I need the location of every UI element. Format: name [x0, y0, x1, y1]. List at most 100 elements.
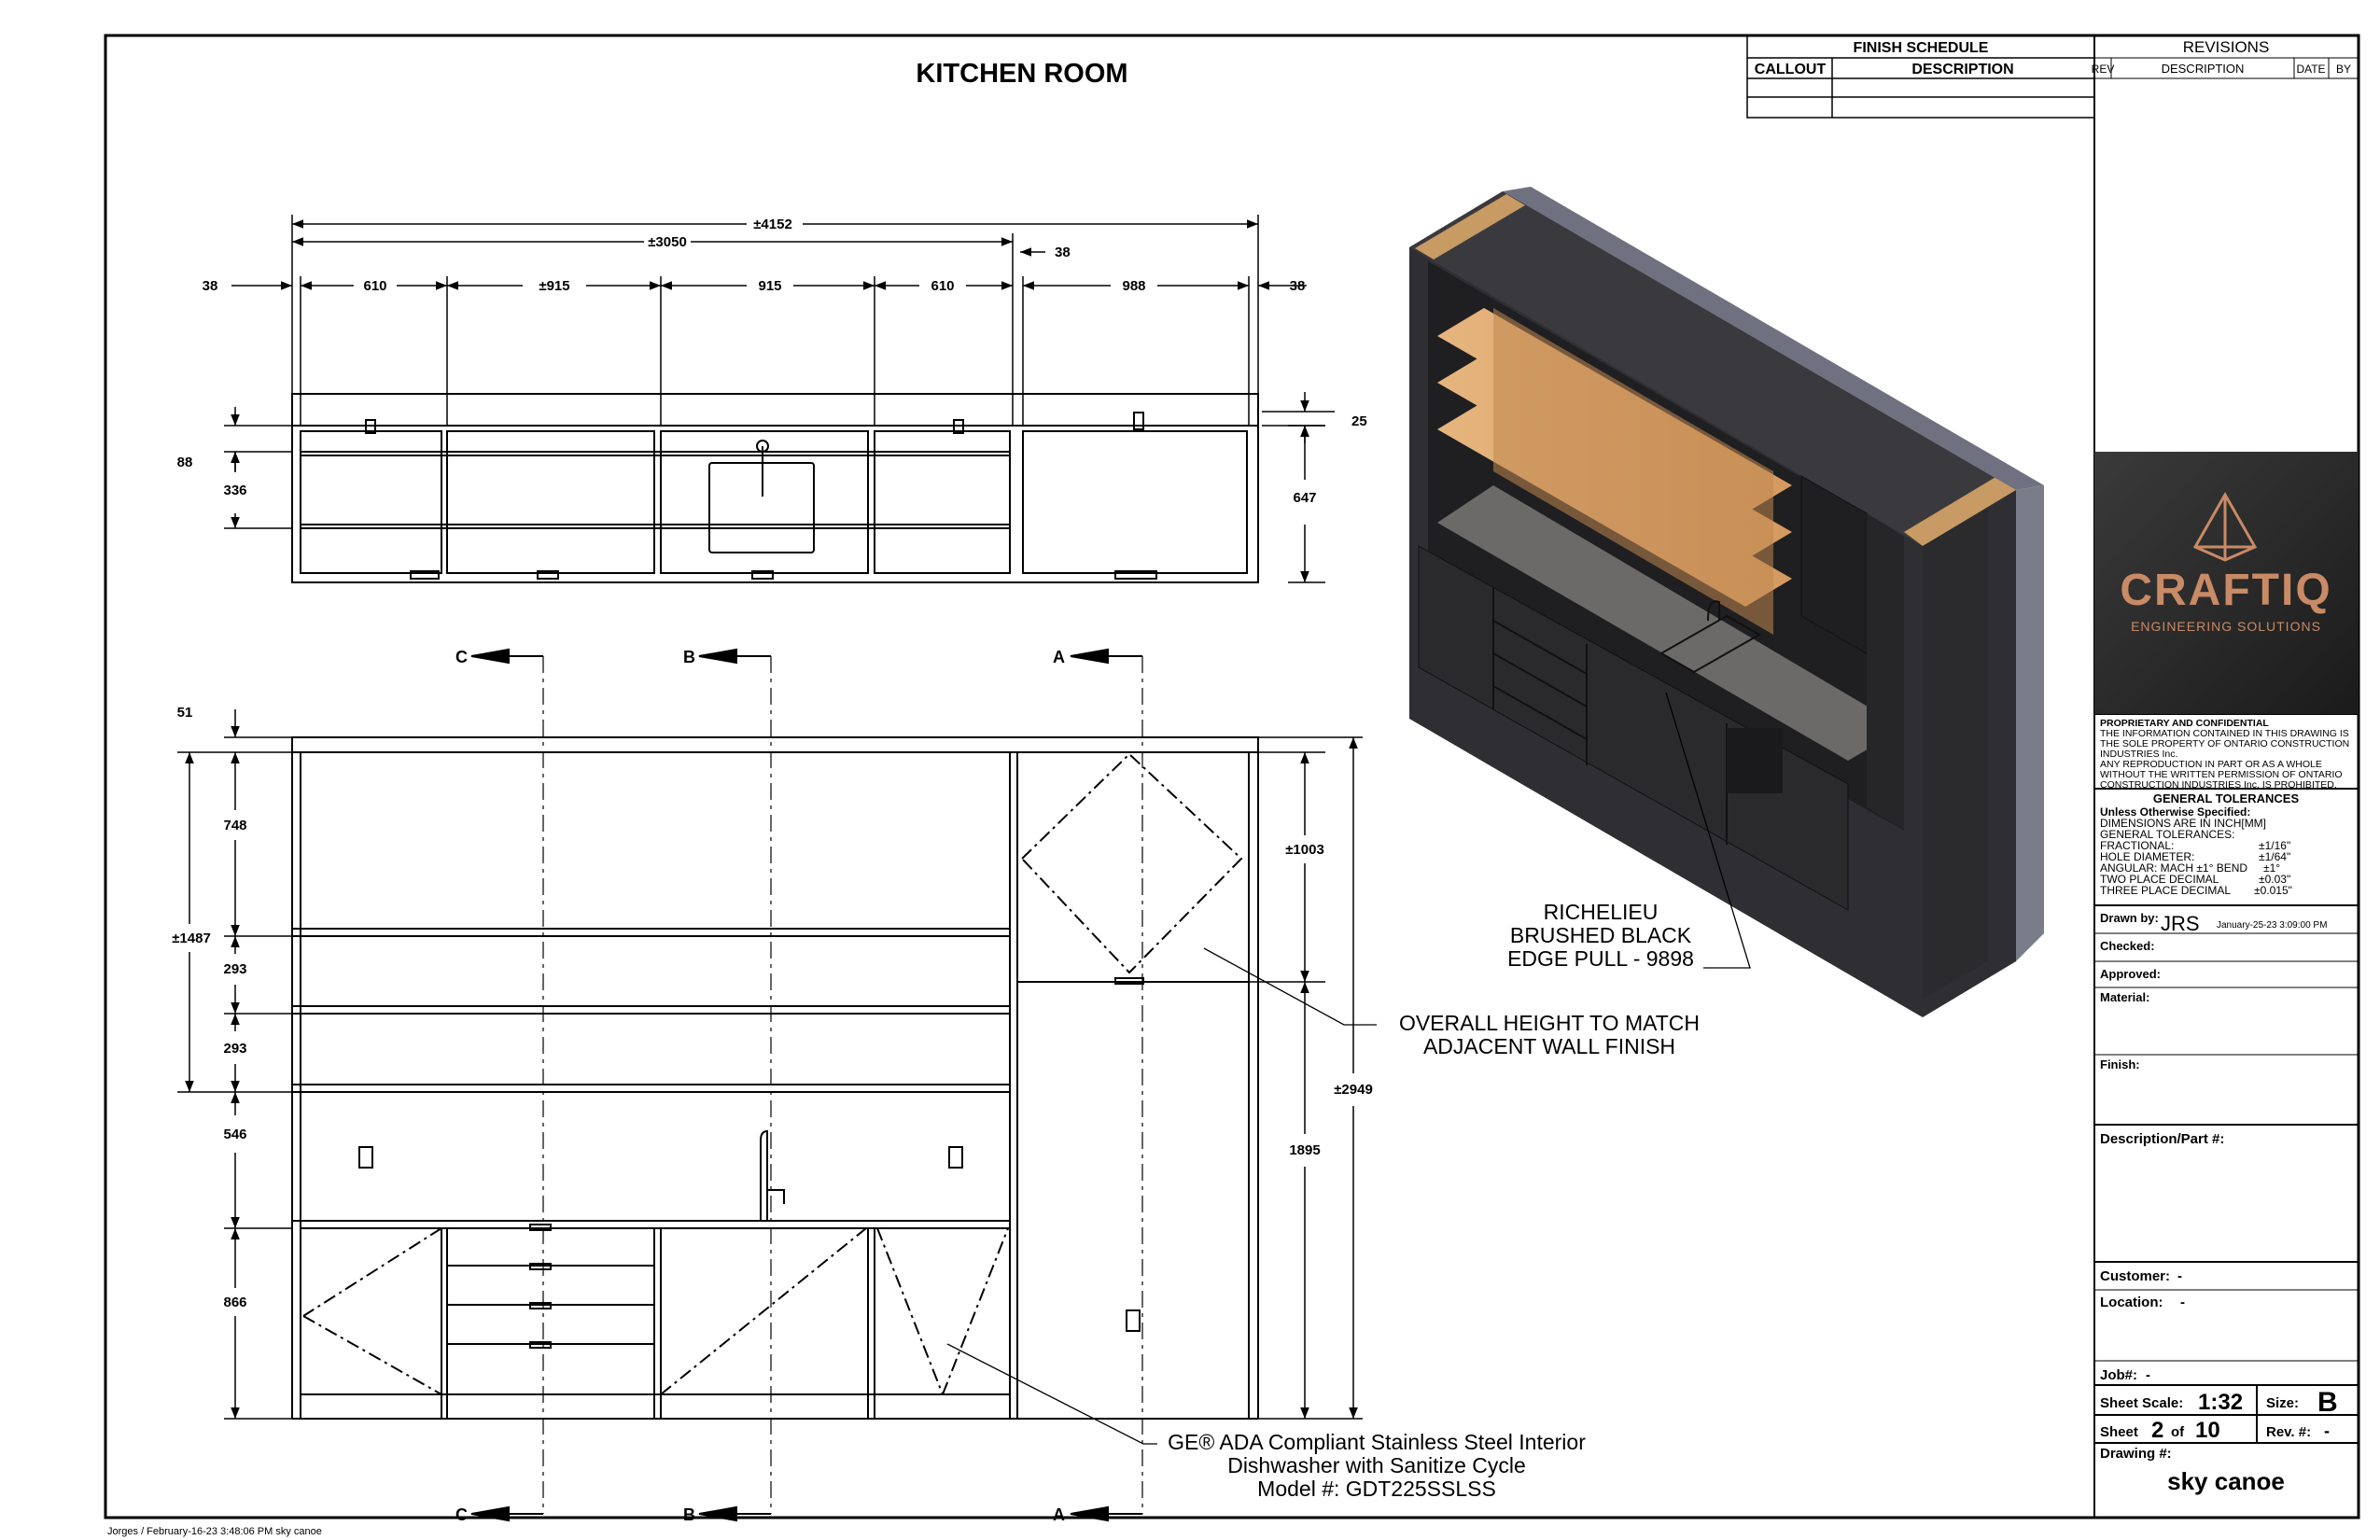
finish-schedule-title: FINISH SCHEDULE	[1854, 40, 1989, 56]
approved-label: Approved:	[2100, 967, 2161, 981]
sheet-info: Sheet Scale: 1:32 Size: B Sheet 2 of 10 …	[2100, 1387, 2338, 1495]
checked-label: Checked:	[2100, 939, 2155, 953]
upper-dimension-values: ±4152 ±3050 38 38 610 ±915 915 610 988 3…	[177, 217, 1367, 506]
svg-text:±1°: ±1°	[2263, 861, 2280, 875]
svg-text:336: 336	[223, 483, 246, 498]
dishwasher-note-line-2: Dishwasher with Sanitize Cycle	[1227, 1453, 1526, 1477]
svg-text:PROPRIETARY AND CONFIDENTIAL: PROPRIETARY AND CONFIDENTIAL	[2100, 718, 2269, 729]
finish-schedule-table	[1746, 35, 2095, 119]
svg-text:546: 546	[223, 1127, 246, 1142]
revisions-table-text: REVISIONS REV DESCRIPTION DATE BY	[2092, 38, 2351, 76]
sheet-scale-label: Sheet Scale:	[2100, 1395, 2183, 1411]
svg-text:610: 610	[931, 278, 954, 294]
approval-fields: Drawn by: JRS January-25-23 3:09:00 PM C…	[2100, 911, 2327, 1383]
svg-text:647: 647	[1293, 490, 1316, 506]
upper-elevation	[291, 393, 1259, 583]
svg-text:38: 38	[1290, 278, 1306, 294]
sheet-label: Sheet	[2100, 1424, 2138, 1440]
svg-text:±1/16": ±1/16"	[2259, 839, 2290, 852]
finish-label: Finish:	[2100, 1057, 2140, 1071]
svg-text:THREE PLACE DECIMAL: THREE PLACE DECIMAL	[2100, 884, 2231, 897]
svg-text:293: 293	[223, 961, 246, 977]
location-value: -	[2180, 1295, 2185, 1310]
svg-text:WITHOUT THE WRITTEN PERMISSION: WITHOUT THE WRITTEN PERMISSION OF ONTARI…	[2100, 769, 2343, 780]
logo-tagline: ENGINEERING SOLUTIONS	[2131, 619, 2321, 634]
job-value: -	[2146, 1367, 2150, 1383]
height-note-line-2: ADJACENT WALL FINISH	[1423, 1034, 1675, 1058]
svg-text:25: 25	[1351, 413, 1367, 429]
drawing-number-label: Drawing #:	[2100, 1446, 2172, 1462]
isometric-cabinet-render	[1409, 187, 2044, 1017]
drawn-by-label: Drawn by:	[2100, 911, 2159, 925]
svg-text:38: 38	[1055, 245, 1071, 260]
svg-text:±4152: ±4152	[753, 217, 792, 232]
front-dimension-values: 51 748 293 293 546 866 ±1487 ±1003 1895 …	[172, 705, 1373, 1310]
height-note-line-1: OVERALL HEIGHT TO MATCH	[1399, 1011, 1700, 1035]
sheet-number: 2	[2151, 1418, 2163, 1443]
svg-text:THE INFORMATION CONTAINED IN T: THE INFORMATION CONTAINED IN THIS DRAWIN…	[2100, 728, 2349, 739]
section-labels: C B A C B A	[455, 648, 1065, 1524]
svg-text:CONSTRUCTION INDUSTRIES Inc. I: CONSTRUCTION INDUSTRIES Inc. IS PROHIBIT…	[2100, 779, 2337, 791]
rev-label: Rev. #:	[2266, 1424, 2311, 1440]
revisions-title: REVISIONS	[2183, 38, 2270, 56]
svg-text:B: B	[683, 648, 695, 666]
customer-label: Customer:	[2100, 1268, 2170, 1284]
annotation-notes: RICHELIEU BRUSHED BLACK EDGE PULL - 9898…	[1168, 900, 1700, 1501]
location-label: Location:	[2100, 1295, 2163, 1310]
svg-text:51: 51	[177, 705, 193, 721]
svg-text:748: 748	[223, 818, 246, 833]
svg-text:±0.03": ±0.03"	[2259, 873, 2290, 886]
dishwasher-note-line-1: GE® ADA Compliant Stainless Steel Interi…	[1168, 1430, 1586, 1454]
svg-text:±1/64": ±1/64"	[2259, 850, 2290, 863]
svg-text:±915: ±915	[539, 278, 569, 294]
company-logo: CRAFTIQ ENGINEERING SOLUTIONS	[2094, 452, 2359, 714]
svg-text:A: A	[1053, 1505, 1065, 1524]
svg-text:±1487: ±1487	[172, 931, 211, 946]
svg-text:988: 988	[1122, 278, 1145, 294]
section-cut-lines	[542, 656, 1143, 1514]
svg-text:88: 88	[177, 455, 193, 470]
svg-text:FRACTIONAL:: FRACTIONAL:	[2100, 839, 2174, 852]
front-elevation	[291, 736, 1259, 1420]
revisions-col-description: DESCRIPTION	[2162, 62, 2245, 76]
front-dimension-lines	[177, 709, 1363, 1420]
plot-footer: Jorges / February-16-23 3:48:06 PM sky c…	[107, 1526, 322, 1537]
svg-text:DIMENSIONS ARE IN INCH[MM]: DIMENSIONS ARE IN INCH[MM]	[2100, 817, 2266, 830]
job-label: Job#:	[2100, 1367, 2137, 1383]
svg-text:1895: 1895	[1289, 1142, 1320, 1158]
svg-text:ANY REPRODUCTION IN PART OR AS: ANY REPRODUCTION IN PART OR AS A WHOLE	[2100, 759, 2322, 770]
revisions-col-rev: REV	[2092, 63, 2115, 76]
section-markers	[470, 648, 1142, 1522]
svg-text:A: A	[1053, 648, 1065, 666]
drawing-number: sky canoe	[2167, 1467, 2285, 1495]
svg-text:610: 610	[363, 278, 386, 294]
finish-schedule-text: FINISH SCHEDULE CALLOUT DESCRIPTION	[1755, 40, 2014, 77]
svg-text:THE SOLE PROPERTY OF ONTARIO C: THE SOLE PROPERTY OF ONTARIO CONSTRUCTIO…	[2100, 738, 2349, 749]
svg-text:915: 915	[758, 278, 781, 294]
finish-col-callout: CALLOUT	[1755, 62, 1827, 77]
tolerances-title: GENERAL TOLERANCES	[2153, 791, 2300, 805]
revisions-col-by: BY	[2336, 63, 2351, 76]
svg-text:C: C	[455, 1505, 468, 1524]
upper-dimension-lines	[224, 215, 1335, 583]
dishwasher-note-line-3: Model #: GDT225SSLSS	[1257, 1477, 1496, 1501]
finish-col-description: DESCRIPTION	[1911, 62, 2013, 77]
svg-text:Unless Otherwise Specified:: Unless Otherwise Specified:	[2100, 805, 2250, 819]
logo-wordmark: CRAFTIQ	[2120, 566, 2331, 615]
drawn-by-value: JRS	[2161, 912, 2200, 935]
svg-text:GENERAL TOLERANCES:: GENERAL TOLERANCES:	[2100, 828, 2235, 841]
svg-text:±0.015": ±0.015"	[2254, 884, 2292, 897]
svg-text:C: C	[455, 648, 468, 666]
svg-text:ANGULAR: MACH ±1° BEND: ANGULAR: MACH ±1° BEND	[2100, 861, 2247, 875]
drawn-date: January-25-23 3:09:00 PM	[2217, 920, 2327, 931]
svg-text:B: B	[683, 1505, 695, 1524]
sheet-total: 10	[2195, 1418, 2220, 1443]
svg-text:293: 293	[223, 1041, 246, 1057]
general-tolerances: GENERAL TOLERANCES Unless Otherwise Spec…	[2100, 791, 2299, 897]
note-leaders	[946, 692, 1751, 1445]
pull-note-line-2: BRUSHED BLACK	[1510, 923, 1692, 947]
customer-value: -	[2177, 1268, 2182, 1284]
sheet-of-label: of	[2171, 1424, 2185, 1440]
description-label: Description/Part #:	[2100, 1131, 2224, 1147]
